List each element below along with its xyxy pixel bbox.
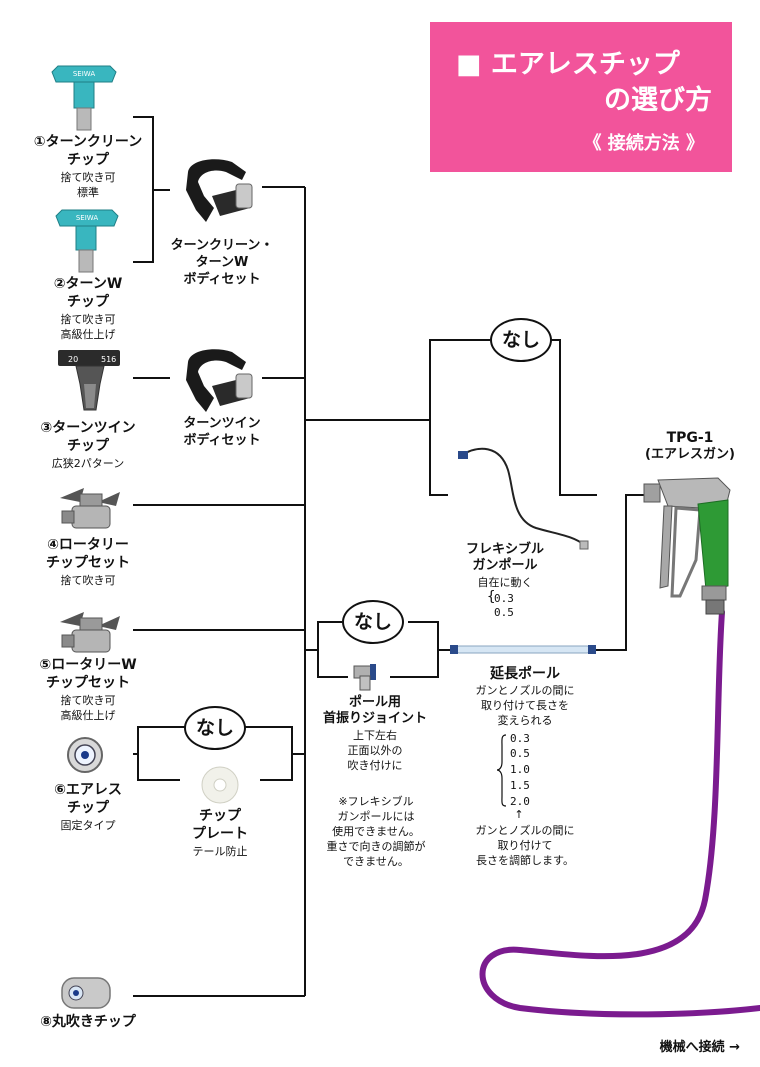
joint-line5: 吹き付けに [347,759,403,772]
ext-pole-line4: 変えられる [497,714,553,727]
tip3-name-line1: ③ターンツイン [40,420,136,436]
nashi-label-upper: なし [490,318,552,362]
tip5-desc-line1: 捨て吹き可 [60,694,116,707]
ext-pole-note-line2: 取り付けて [497,839,553,852]
flex-pole-brace: { [487,589,496,605]
flex-pole-line1: フレキシブル [465,542,544,557]
plate-line2: プレート [192,826,248,842]
machine-connect-label: 機械へ接続 → [659,1040,740,1055]
ext-pole-line3: 取り付けて長さを [481,699,569,712]
tip5-name-line1: ⑤ロータリーW [39,657,137,673]
airless-hose [479,609,760,1018]
flex-pole-line2: ガンポール [472,558,538,573]
flex-pole-size-0: 0.3 [494,592,514,605]
tip2-desc-line1: 捨て吹き可 [60,313,116,326]
joint-note-line2: ガンポールには [337,810,415,823]
tip1-desc-line2: 標準 [77,186,99,199]
ext-pole-size-2: 1.0 [510,763,530,776]
joint-line3: 上下左右 [353,729,397,742]
title-banner: ■ エアレスチップ の選び方 《 接続方法 》 [430,22,732,172]
body1-line3: ボディセット [183,272,261,287]
tip4-desc-line1: 捨て吹き可 [60,574,116,587]
tip8-name-line1: ⑧丸吹きチップ [40,1014,136,1030]
tip5-name-line2: チップセット [46,675,130,691]
joint-line2: 首振りジョイント [322,711,427,726]
tip4-name-line1: ④ロータリー [47,537,129,553]
flex-pole-line3: 自在に動く [477,576,533,589]
nashi-label-lower: なし [342,600,404,644]
tip2-desc-line2: 高級仕上げ [60,328,116,341]
joint-line1: ポール用 [348,695,401,710]
ext-pole-size-3: 1.5 [510,779,530,792]
body1-line2: ターンW [195,255,249,270]
tip1-name-line1: ①ターンクリーン [33,134,143,150]
ext-pole-line2: ガンとノズルの間に [475,684,575,697]
tip6-desc-line1: 固定タイプ [60,819,116,832]
tip6-name-line2: チップ [67,800,109,816]
title-line1: ■ エアレスチップ [456,49,680,80]
ext-pole-line1: 延長ポール [490,666,560,682]
tip3-desc-line1: 広狭2パターン [51,457,125,470]
flex-pole-size-1: 0.5 [494,606,514,619]
ext-pole-note-line1: ガンとノズルの間に [475,824,575,837]
joint-note-line4: 重さで向きの調節が [326,840,426,853]
plate-line3: テール防止 [192,845,248,858]
body2-line1: ターンツイン [183,416,261,431]
body1-line1: ターンクリーン・ [170,238,274,253]
ext-pole-size-4: 2.0 [510,795,530,808]
nashi-label-tip6: なし [184,706,246,750]
joint-note-line5: できません。 [343,855,409,868]
plate-line1: チップ [199,808,241,824]
tip6-name-line1: ⑥エアレス [54,782,122,798]
joint-line4: 正面以外の [347,744,403,757]
tip1-desc-line1: 捨て吹き可 [60,171,116,184]
tip2-name-line1: ②ターンW [53,276,123,292]
tip2-name-line2: チップ [67,294,109,310]
joint-note-line1: ※フレキシブル [338,795,414,808]
gun-line1: TPG-1 [666,430,714,446]
tip3-name-line2: チップ [67,438,109,454]
ext-pole-note-line3: 長さを調節します。 [476,854,574,867]
title-subtitle: 《 接続方法 》 [583,133,704,154]
title-line2: の選び方 [604,85,712,116]
tip4-name-line2: チップセット [46,555,130,571]
ext-pole-size-1: 0.5 [510,747,530,760]
joint-note-line3: 使用できません。 [332,825,420,838]
ext-pole-size-0: 0.3 [510,732,530,745]
tip1-name-line2: チップ [67,152,109,168]
gun-line2: (エアレスガン) [645,447,735,462]
ext-pole-arrow: ↑ [514,808,524,821]
tip5-desc-line2: 高級仕上げ [60,709,116,722]
body2-line2: ボディセット [183,433,261,448]
